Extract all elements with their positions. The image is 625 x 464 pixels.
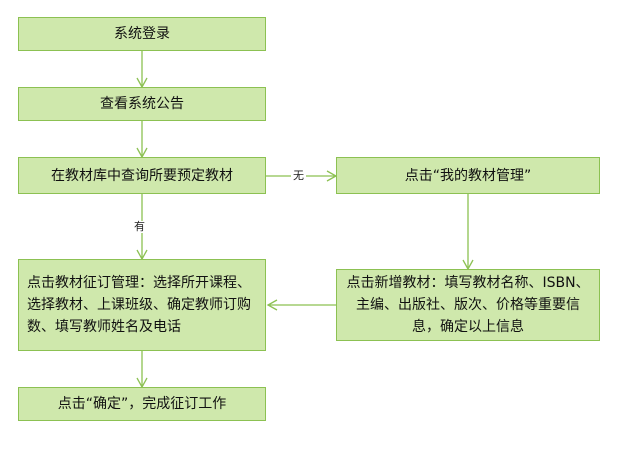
edge-label-found: 有 [132,220,147,233]
node-add-material: 点击新增教材：填写教材名称、ISBN、主编、出版社、版次、价格等重要信息，确定以… [336,269,600,341]
node-order-management-label: 点击教材征订管理：选择所开课程、选择教材、上课班级、确定教师订购数、填写教师姓名… [27,275,251,335]
node-search-materials-label: 在教材库中查询所要预定教材 [51,167,233,184]
node-search-materials: 在教材库中查询所要预定教材 [18,157,266,194]
node-add-material-label: 点击新增教材：填写教材名称、ISBN、主编、出版社、版次、价格等重要信息，确定以… [346,275,590,335]
node-view-announcement: 查看系统公告 [18,87,266,121]
node-view-announcement-label: 查看系统公告 [100,96,184,112]
node-my-materials: 点击“我的教材管理” [336,157,600,194]
node-system-login-label: 系统登录 [114,26,170,42]
node-system-login: 系统登录 [18,17,266,51]
edge-label-not-found: 无 [291,169,306,182]
node-my-materials-label: 点击“我的教材管理” [404,167,532,184]
node-order-management: 点击教材征订管理：选择所开课程、选择教材、上课班级、确定教师订购数、填写教师姓名… [18,259,266,351]
node-confirm-label: 点击“确定”，完成征订工作 [57,396,227,412]
node-confirm: 点击“确定”，完成征订工作 [18,387,266,421]
